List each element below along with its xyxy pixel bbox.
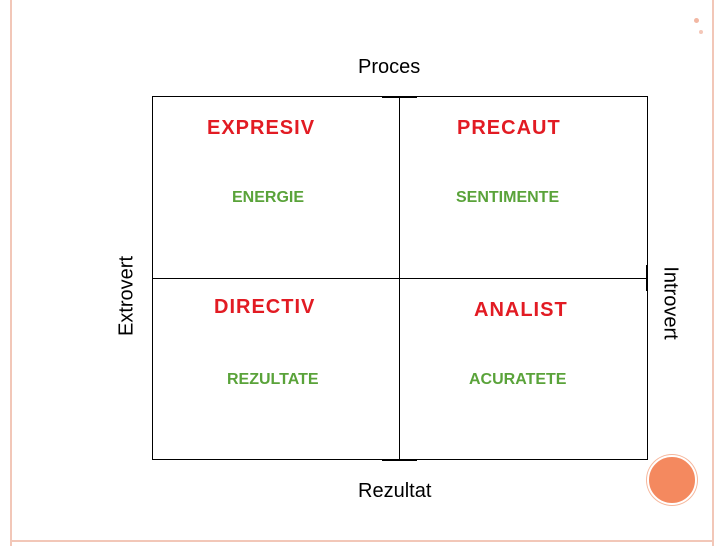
axis-label-left: Extrovert [115, 255, 138, 337]
quadrant-top-right-trait: SENTIMENTE [456, 189, 560, 206]
decorative-dot [694, 18, 699, 23]
axis-label-right: Introvert [659, 266, 682, 340]
axis-label-bottom: Rezultat [358, 480, 432, 502]
axis-tick-right [646, 265, 648, 291]
slide-frame-right [712, 0, 714, 546]
quadrant-top-left-style: EXPRESIV [207, 117, 316, 139]
slide-frame-left [10, 0, 12, 546]
axis-tick-top [382, 96, 417, 98]
axis-label-top: Proces [358, 56, 421, 78]
quadrant-top-left-trait: ENERGIE [232, 189, 305, 206]
decorative-dot [699, 30, 703, 34]
slide-frame-bottom [10, 540, 714, 542]
quadrant-bottom-right-style: ANALIST [474, 299, 568, 321]
decorative-circle [647, 455, 697, 505]
quadrant-bottom-right-trait: ACURATETE [469, 371, 567, 388]
axis-tick-bottom [382, 459, 417, 461]
quadrant-bottom-left-style: DIRECTIV [214, 296, 316, 318]
quadrant-top-right-style: PRECAUT [457, 117, 561, 139]
horizontal-axis-line [152, 278, 648, 279]
quadrant-bottom-left-trait: REZULTATE [227, 371, 319, 388]
